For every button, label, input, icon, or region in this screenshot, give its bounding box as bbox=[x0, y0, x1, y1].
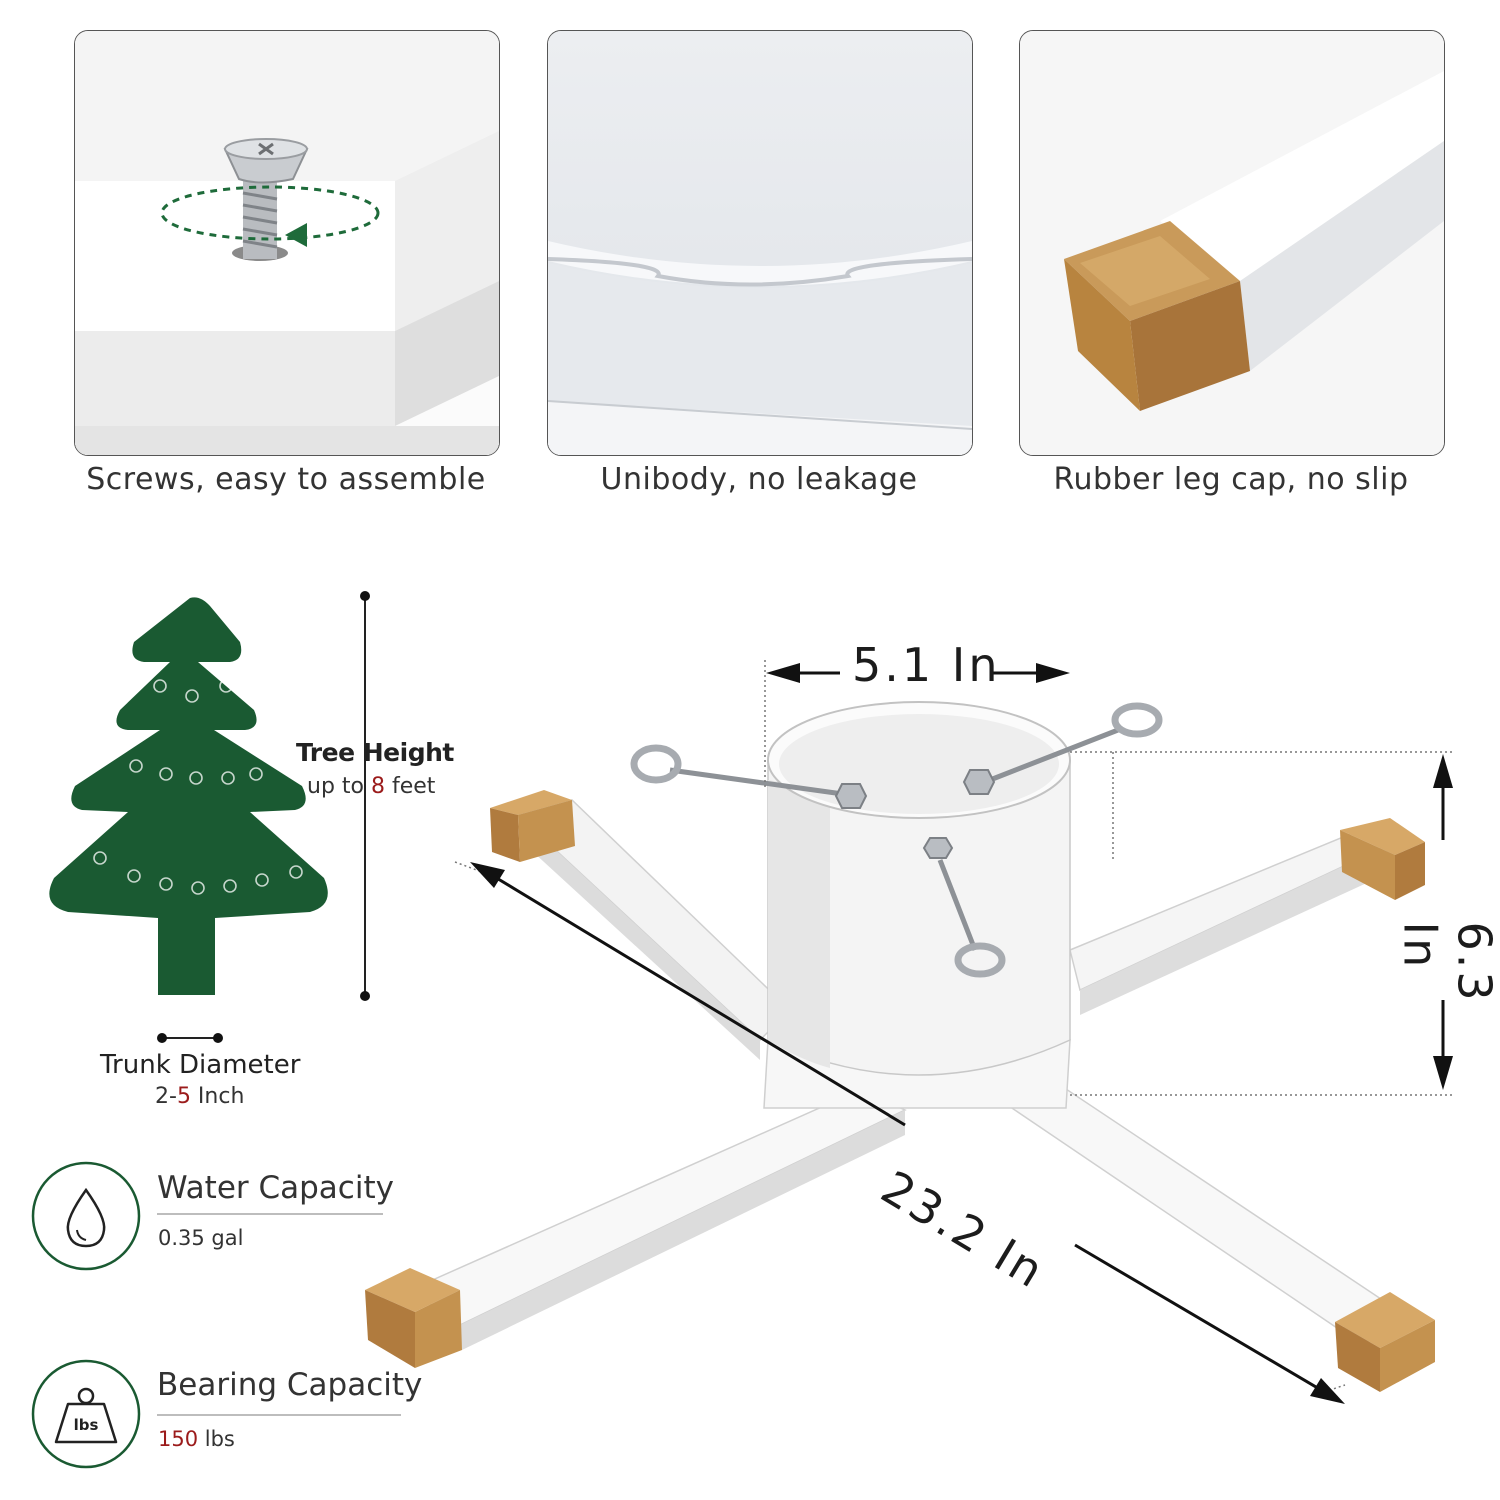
feature-caption-unibody: Unibody, no leakage bbox=[600, 462, 918, 497]
weight-icon: lbs bbox=[31, 1359, 141, 1469]
leg-cap-icon bbox=[1020, 31, 1444, 455]
dimension-height-label: 6.3 In bbox=[1393, 921, 1500, 1004]
bearing-capacity-number: 150 bbox=[158, 1427, 199, 1451]
leg-cap-front-right bbox=[1335, 1292, 1435, 1348]
trunk-number: 5 bbox=[176, 1084, 191, 1109]
weight-icon-label: lbs bbox=[74, 1416, 99, 1434]
trunk-diameter-title: Trunk Diameter bbox=[100, 1050, 301, 1080]
feature-panel-screws bbox=[74, 30, 500, 456]
tree-height-unit: feet bbox=[384, 774, 436, 799]
tree-height-title: Tree Height bbox=[296, 738, 454, 767]
bearing-capacity-value: 150 lbs bbox=[158, 1427, 235, 1451]
dimension-width-label: 5.1 In bbox=[852, 638, 1001, 692]
water-capacity-title: Water Capacity bbox=[157, 1170, 394, 1206]
leg-cap-back-right bbox=[1340, 818, 1425, 855]
feature-caption-screws: Screws, easy to assemble bbox=[86, 462, 486, 497]
bearing-capacity-title: Bearing Capacity bbox=[157, 1367, 423, 1403]
bearing-capacity-unit: lbs bbox=[198, 1427, 235, 1451]
leg-cap-front-left bbox=[365, 1268, 460, 1312]
water-drop-icon bbox=[31, 1161, 141, 1271]
water-capacity-divider bbox=[157, 1213, 383, 1215]
screw-icon bbox=[75, 31, 499, 455]
height-measure-line bbox=[360, 591, 370, 1001]
feature-panel-unibody bbox=[547, 30, 973, 456]
tree-stand-illustration bbox=[365, 660, 1455, 1404]
leg-cap-back-left bbox=[490, 790, 572, 815]
trunk-unit: Inch bbox=[190, 1084, 245, 1109]
feature-caption-legcap: Rubber leg cap, no slip bbox=[1053, 462, 1409, 497]
bearing-capacity-divider bbox=[157, 1414, 401, 1416]
trunk-diameter-value: 2-5 Inch bbox=[155, 1084, 244, 1109]
trunk-prefix: 2- bbox=[155, 1084, 177, 1109]
bowl-icon bbox=[548, 31, 972, 455]
tree-height-number: 8 bbox=[370, 774, 385, 799]
feature-panel-legcap bbox=[1019, 30, 1445, 456]
trunk-measure-line bbox=[157, 1033, 223, 1043]
water-capacity-value: 0.35 gal bbox=[158, 1226, 244, 1250]
tree-icon bbox=[49, 597, 328, 995]
tree-height-prefix: up to bbox=[307, 774, 371, 799]
tree-height-value: up to 8 feet bbox=[307, 774, 435, 799]
